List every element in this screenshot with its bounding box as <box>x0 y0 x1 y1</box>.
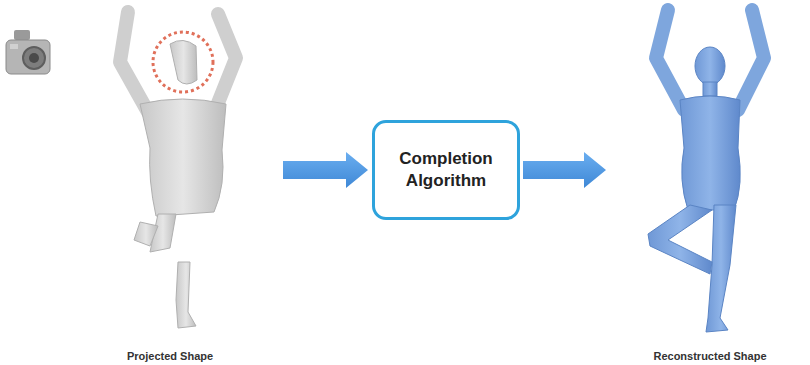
process-box: Completion Algorithm <box>372 120 520 220</box>
figure-panel: Reconstructed Shape <box>610 0 810 362</box>
figure-panel: Projected Shape <box>60 0 280 362</box>
block-arrow <box>283 152 368 188</box>
figure-label: Reconstructed Shape <box>651 350 768 362</box>
reconstructed-body <box>648 10 764 332</box>
highlight-circle <box>153 32 213 92</box>
block-arrow <box>523 152 606 188</box>
projected-body <box>120 12 236 328</box>
process-label: Completion Algorithm <box>390 148 502 192</box>
camera-icon <box>6 30 50 74</box>
figure-label: Projected Shape <box>125 350 215 362</box>
